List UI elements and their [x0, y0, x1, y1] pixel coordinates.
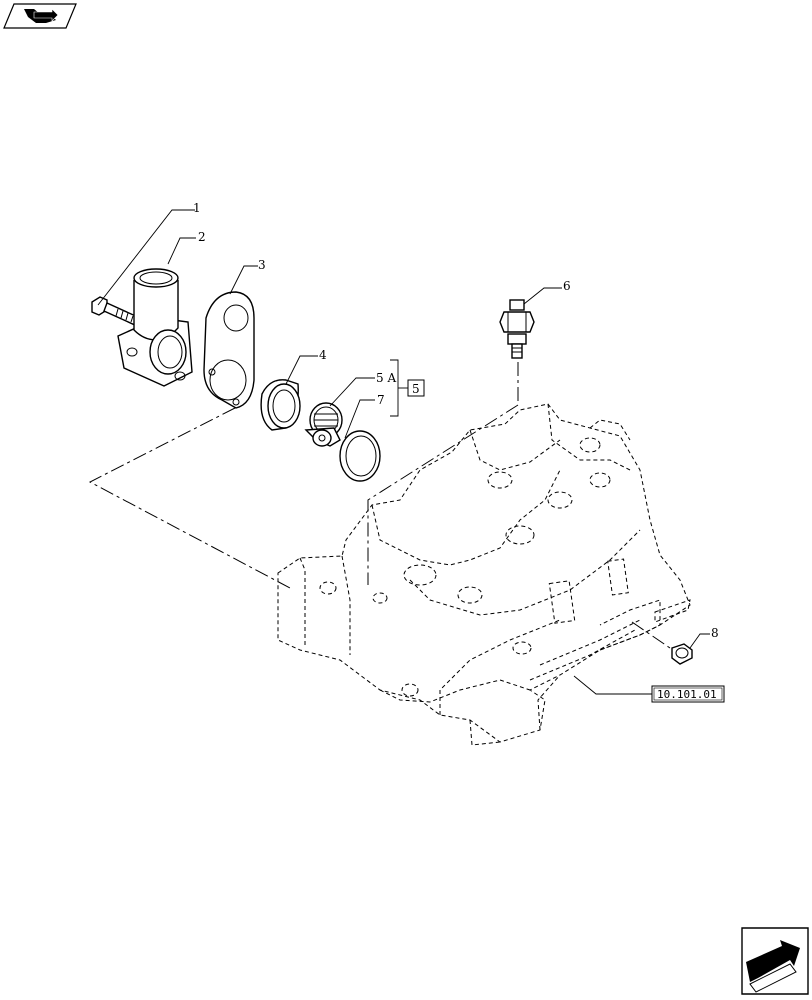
seal-ring — [260, 379, 301, 431]
plug — [671, 643, 693, 665]
callout-5-kit: 5 — [412, 382, 420, 396]
callout-4: 4 — [319, 348, 327, 362]
gasket — [203, 291, 255, 409]
alignment-line-housing — [88, 407, 291, 589]
o-ring — [339, 430, 381, 482]
next-page-arrow-icon[interactable] — [741, 927, 809, 995]
bolt — [91, 296, 141, 327]
callout-2: 2 — [198, 230, 206, 244]
callout-5a: 5 A — [376, 371, 396, 385]
callout-3: 3 — [258, 258, 266, 272]
cylinder-head — [277, 403, 691, 746]
thermostat — [304, 402, 343, 447]
reference-label: 10.101.01 — [657, 688, 717, 701]
kit-box-5 — [407, 379, 425, 397]
callout-8: 8 — [711, 626, 719, 640]
alignment-line-sensor — [367, 404, 519, 585]
callout-6: 6 — [563, 279, 571, 293]
callout-1: 1 — [193, 201, 201, 215]
cross-reference[interactable]: 10.101.01 — [651, 685, 725, 703]
alignment-line-plug — [631, 621, 671, 649]
temperature-sensor — [499, 299, 535, 359]
folder-arrow-icon[interactable] — [3, 3, 77, 29]
callout-7: 7 — [377, 393, 385, 407]
thermostat-housing — [117, 268, 193, 387]
leader-lines — [97, 209, 710, 695]
